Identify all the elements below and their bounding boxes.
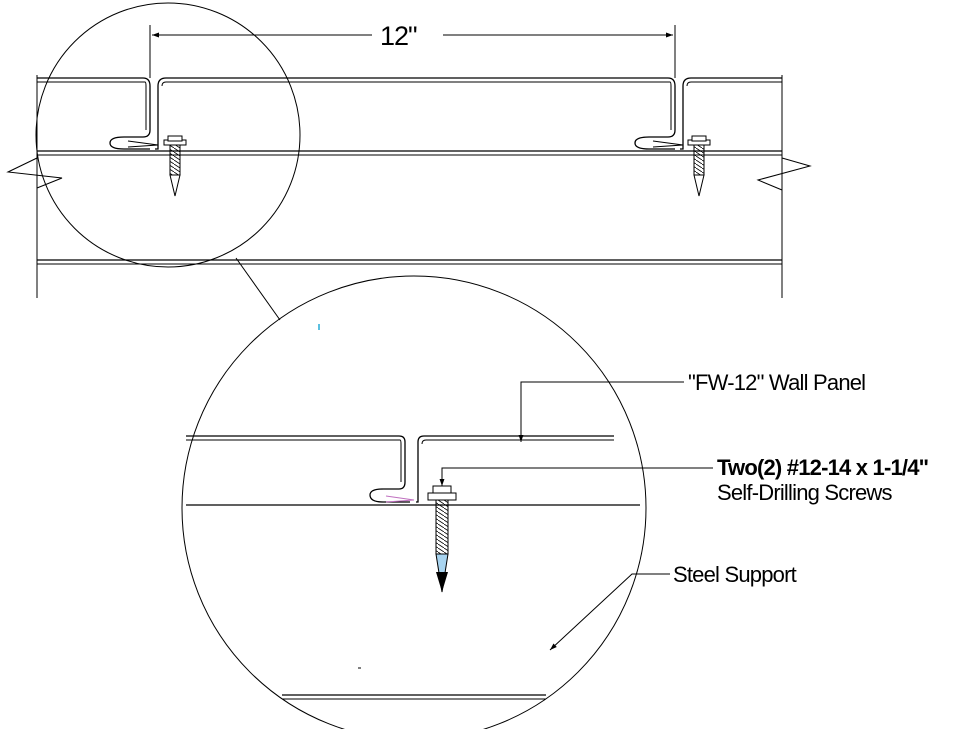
enlarged-detail [181,275,647,729]
steel-support-leader [549,573,670,651]
detail-panel-skin-inner [186,439,614,482]
steel-support-label: Steel Support [673,562,797,587]
section-view: 12" [6,21,812,298]
screws-label-line1: Two(2) #12-14 x 1-1/4" [717,455,928,480]
wall-panel-leader [518,381,684,442]
screws-label-line2: Self-Drilling Screws [717,480,893,505]
callout-wall-panel: "FW-12" Wall Panel [518,370,866,442]
panel-skin [37,77,782,150]
screw-left [127,135,187,197]
detail-circle [181,275,647,729]
detail-screw [385,485,457,593]
break-line-right [756,150,812,196]
panel-skin-inner [37,81,782,130]
detail-panel-skin [186,435,614,503]
screw-right [652,135,711,197]
detail-leader [235,257,281,321]
dimension-label: 12" [380,21,417,51]
callout-steel-support: Steel Support [549,562,797,651]
wall-panel-label: "FW-12" Wall Panel [688,370,865,395]
detail-reference-circle [35,2,301,268]
callout-screws: Two(2) #12-14 x 1-1/4" Self-Drilling Scr… [439,455,929,505]
screws-leader [439,467,713,486]
break-line-left [6,150,63,196]
